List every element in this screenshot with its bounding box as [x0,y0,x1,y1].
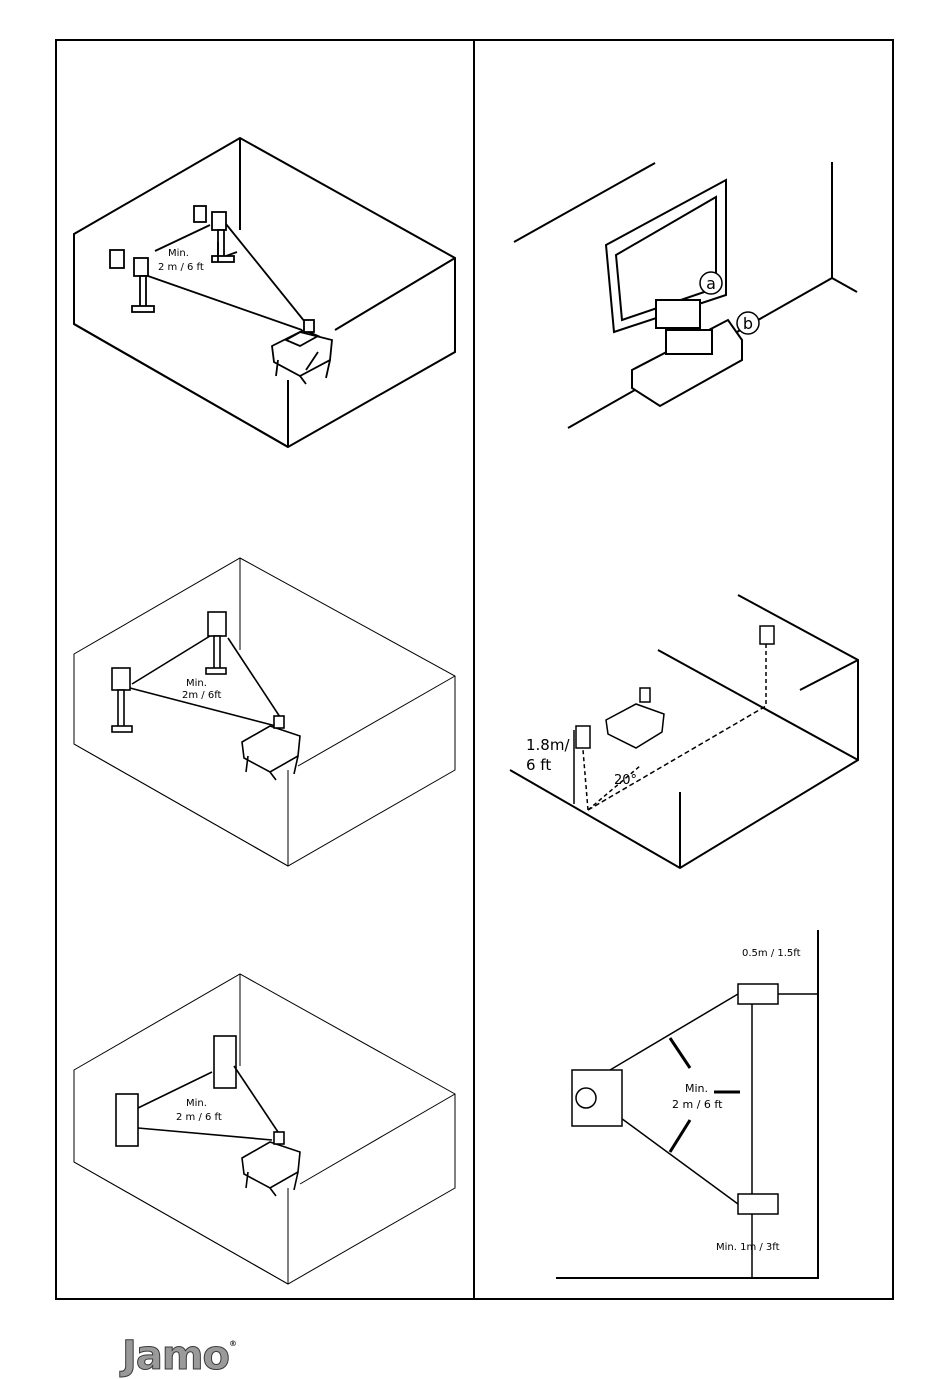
jamo-logo: Jamo® [122,1333,236,1379]
logo-text: Jamo [122,1333,229,1379]
rear-gap-label: Min. 1m / 3ft [716,1242,780,1253]
registered-mark: ® [229,1339,236,1348]
figure-top-view-placement: 0.5m / 1.5ft Min. 2 m / 6 ft Min. 1m / 3… [0,0,950,1290]
fig6-min-label: Min. [685,1082,708,1095]
wall-gap-label: 0.5m / 1.5ft [742,948,801,959]
fig6-distance-label: 2 m / 6 ft [672,1098,723,1111]
